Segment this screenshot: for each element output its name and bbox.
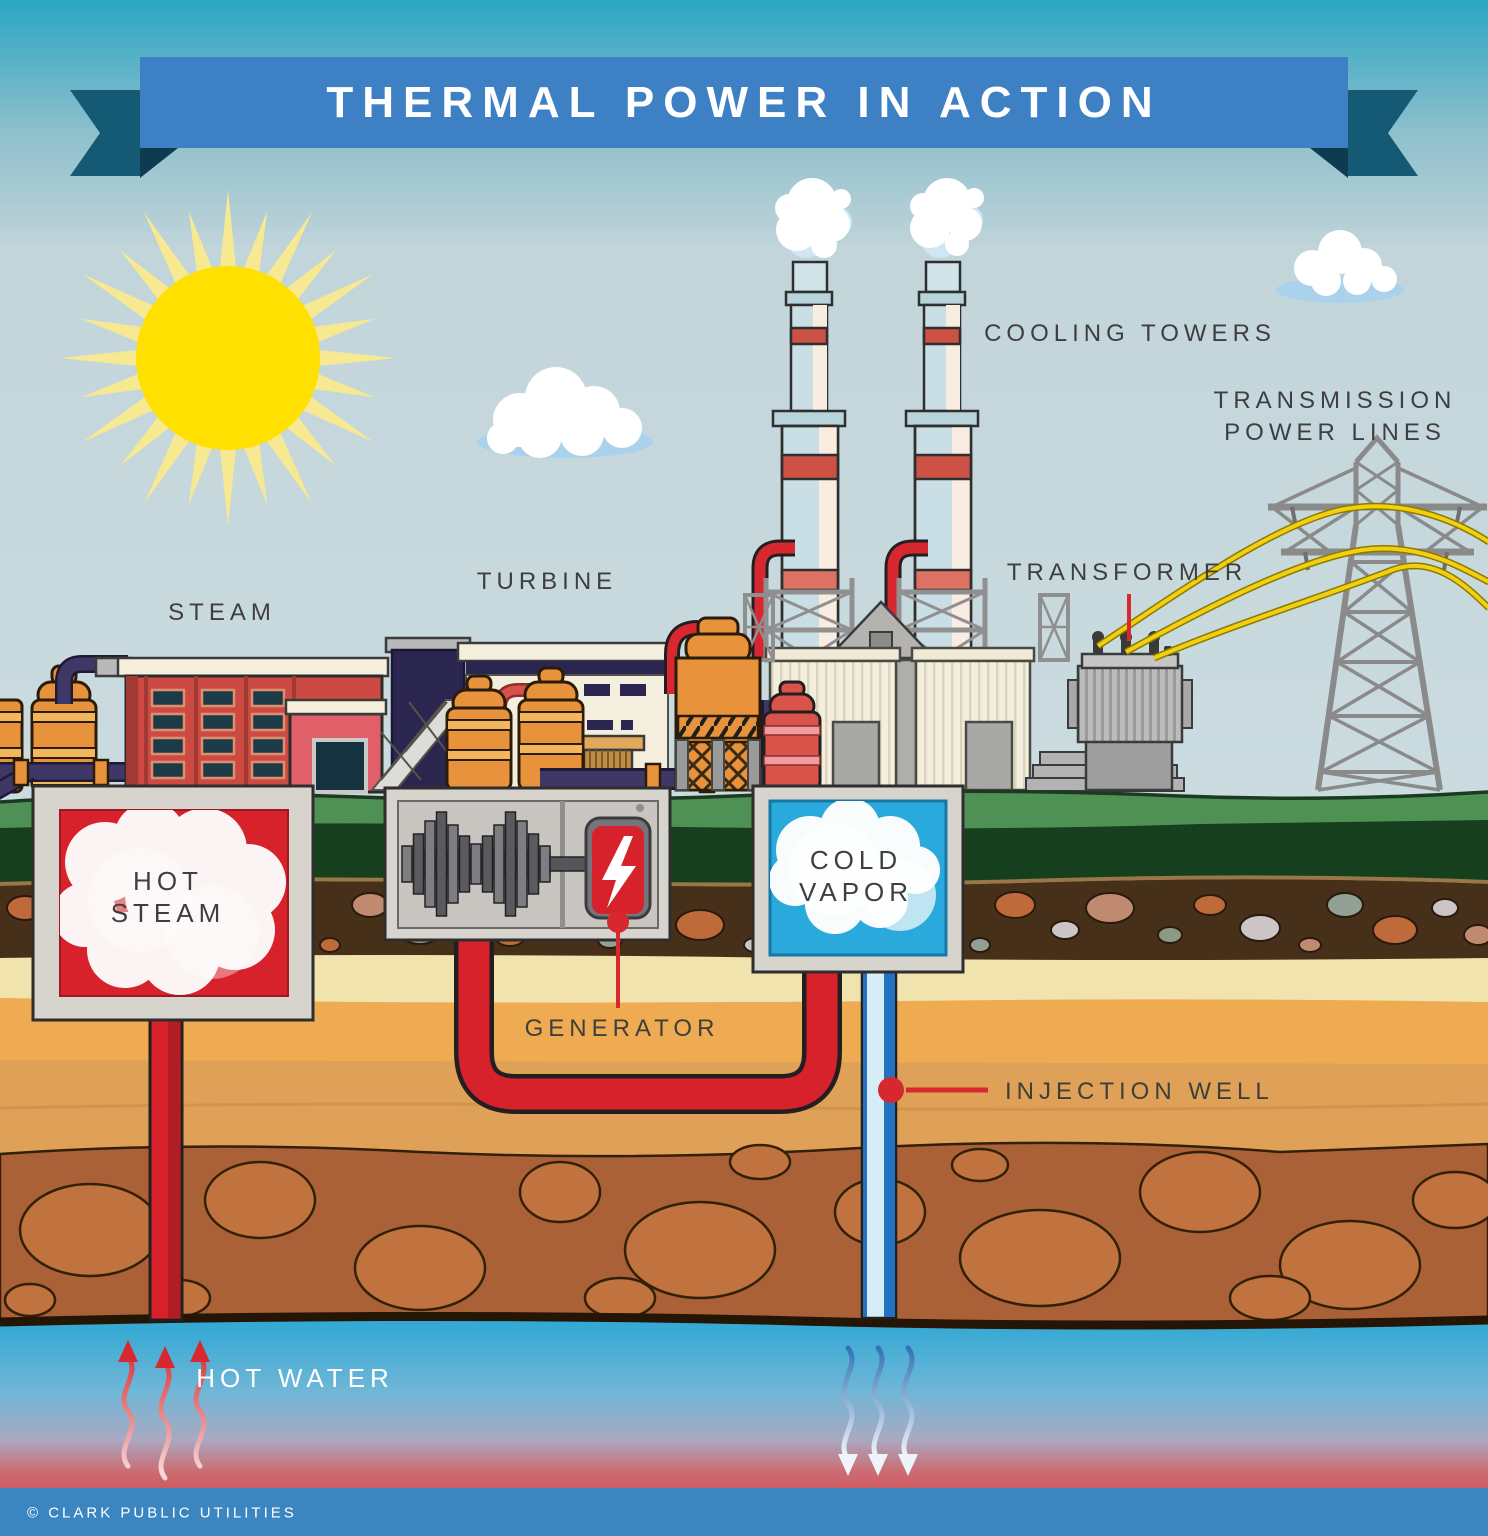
cloud-icon bbox=[477, 367, 653, 458]
transformer-unit bbox=[1025, 631, 1193, 792]
label-injection-well: INJECTION WELL bbox=[1005, 1078, 1274, 1105]
water-layer bbox=[0, 1310, 1488, 1490]
label-turbine: TURBINE bbox=[476, 568, 618, 595]
copyright-text: © CLARK PUBLIC UTILITIES bbox=[27, 1504, 297, 1522]
power-cables bbox=[1096, 502, 1488, 662]
scaffold bbox=[763, 578, 988, 660]
label-cooling-towers: COOLING TOWERS bbox=[984, 320, 1276, 347]
hot-steam-pipe bbox=[148, 998, 184, 1322]
injection-well-pipe bbox=[860, 962, 898, 1320]
generator-pipe-loop bbox=[454, 936, 842, 1114]
steam-building bbox=[94, 656, 390, 794]
label-transmission-line2: POWER LINES bbox=[1224, 419, 1446, 446]
label-steam: STEAM bbox=[168, 599, 276, 626]
boiler-unit bbox=[664, 616, 762, 792]
label-transformer: TRANSFORMER bbox=[1006, 559, 1248, 586]
footer-bar bbox=[0, 1488, 1488, 1536]
cold-vapor-inset bbox=[751, 784, 965, 974]
hot-water-arrows bbox=[118, 1340, 210, 1481]
purple-pipe-left bbox=[0, 655, 132, 800]
label-cold-vapor-line2: VAPOR bbox=[798, 877, 914, 907]
label-hot-steam-line1: HOT bbox=[133, 866, 203, 896]
label-generator: GENERATOR bbox=[524, 1015, 720, 1042]
label-hot-water: HOT WATER bbox=[196, 1363, 394, 1393]
label-cold-vapor-line1: COLD bbox=[809, 845, 903, 875]
steam-riser-pipes bbox=[751, 539, 928, 662]
label-transmission-power-lines: TRANSMISSION POWER LINES bbox=[1214, 385, 1457, 449]
power-plant-building bbox=[764, 646, 1036, 792]
label-hot-steam-line2: STEAM bbox=[110, 898, 226, 928]
boulder-layer bbox=[0, 1141, 1488, 1330]
turbine-shaft-icon bbox=[401, 811, 589, 917]
label-cold-vapor: COLD VAPOR bbox=[799, 844, 913, 908]
sun-icon bbox=[60, 190, 396, 526]
title-ribbon bbox=[70, 57, 1418, 178]
chimney-steam-icon bbox=[910, 178, 984, 258]
label-hot-steam: HOT STEAM bbox=[111, 865, 226, 929]
cloud-icon bbox=[1276, 230, 1404, 303]
label-transmission-line1: TRANSMISSION bbox=[1213, 387, 1457, 414]
generator-inset bbox=[383, 786, 672, 942]
lightning-icon bbox=[602, 836, 636, 908]
callouts bbox=[607, 594, 1131, 1103]
transmission-tower bbox=[1268, 434, 1487, 792]
injection-arrows bbox=[838, 1345, 918, 1476]
hot-steam-inset bbox=[31, 784, 315, 1022]
red-tank bbox=[762, 680, 822, 792]
chimney-steam-icon bbox=[775, 178, 852, 258]
page-title: THERMAL POWER IN ACTION bbox=[326, 78, 1162, 127]
